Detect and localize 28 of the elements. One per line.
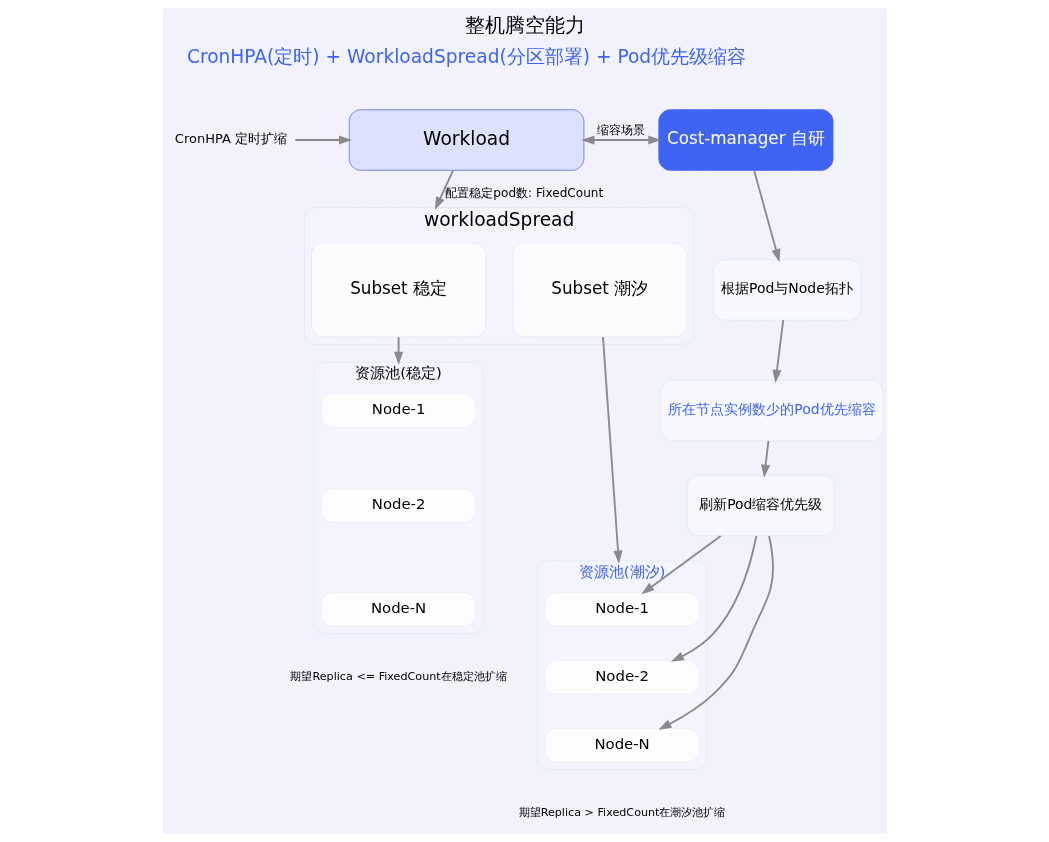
arrow <box>293 135 352 145</box>
arrow <box>657 535 774 730</box>
node-box: Node-1 <box>543 592 700 627</box>
arrow <box>752 169 780 263</box>
arrow <box>771 319 784 383</box>
arrow <box>640 535 722 595</box>
node-box: Node-N <box>543 728 700 763</box>
arrow <box>601 336 623 564</box>
node-box: 刷新Pod缩容优先级 <box>686 474 835 537</box>
arrow <box>580 135 661 145</box>
node-box: 根据Pod与Node拓扑 <box>712 259 861 321</box>
edge-label: 缩容场景 <box>596 122 645 137</box>
arrow <box>393 336 403 365</box>
node-text: CronHPA 定时扩缩 <box>174 131 287 147</box>
node-box: Cost-manager 自研 <box>657 109 833 171</box>
arrow <box>670 535 757 662</box>
node-box: 所在节点实例数少的Pod优先缩容 <box>659 379 884 442</box>
node-box: Subset 稳定 <box>310 242 486 338</box>
arrow <box>434 169 454 211</box>
node-box: Workload <box>348 109 584 171</box>
edge-label: 配置稳定pod数: FixedCount <box>444 185 603 200</box>
label: 期望Replica <= FixedCount在稳定池扩缩 <box>289 670 507 684</box>
node-box: Subset 潮汐 <box>511 242 687 338</box>
diagram-title: 整机腾空能力 <box>464 13 585 38</box>
arrow <box>760 440 770 478</box>
label: CronHPA(定时) + WorkloadSpread(分区部署) + Pod优先级缩容 <box>186 46 746 68</box>
node-box: Node-2 <box>543 660 700 695</box>
label: 期望Replica > FixedCount在潮汐池扩缩 <box>518 806 725 820</box>
